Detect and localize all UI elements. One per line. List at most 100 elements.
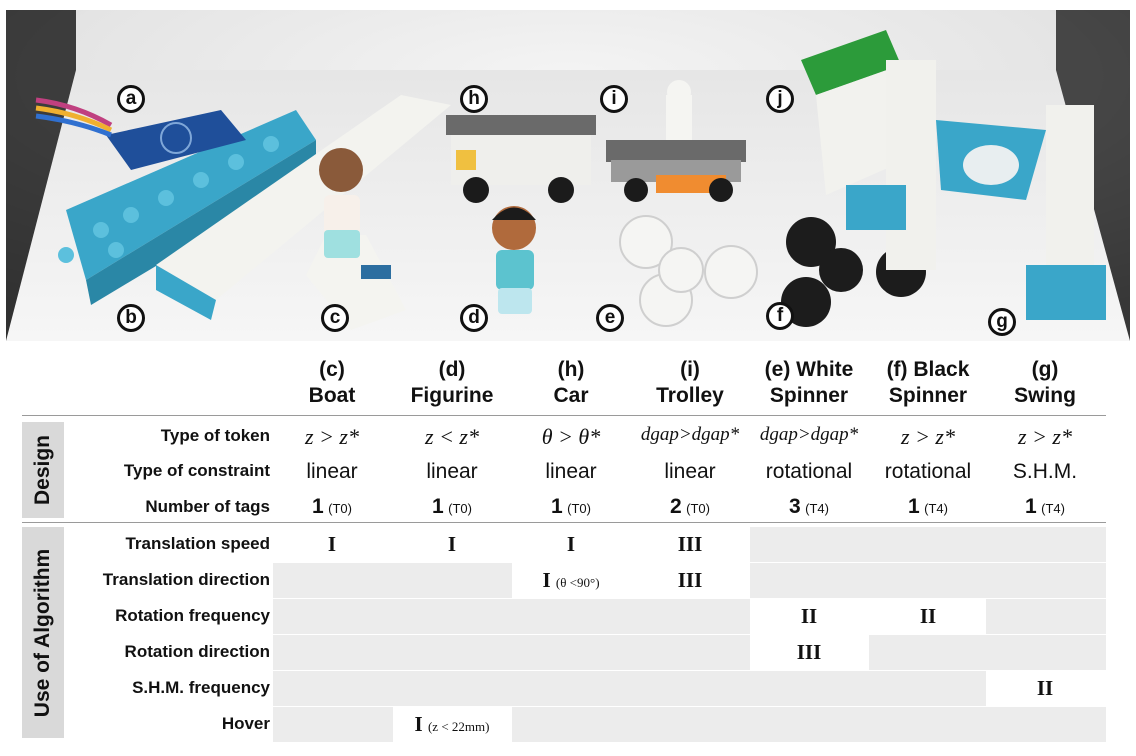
- row-label-algorithm: S.H.M. frequency: [132, 678, 270, 697]
- empty-cell: [273, 599, 393, 634]
- section-use-of-algorithm: Use of Algorithm: [22, 527, 64, 738]
- green-lego-j: [801, 30, 901, 95]
- tags-car: 1 (T0): [551, 495, 591, 518]
- constraint-car: linear: [545, 460, 597, 483]
- algorithm-level-cell: I (θ <90°): [512, 568, 630, 593]
- tags-trolley: 2 (T0): [670, 495, 710, 518]
- row-label-algorithm: Rotation frequency: [115, 606, 270, 625]
- marker-b: b: [117, 304, 145, 332]
- empty-cell: [631, 635, 750, 670]
- marker-a: a: [117, 85, 145, 113]
- algorithm-level: III: [677, 568, 703, 592]
- constraint-swing: S.H.M.: [1012, 460, 1078, 483]
- empty-cell: [393, 635, 512, 670]
- tags-black-spinner: 1 (T4): [908, 495, 948, 518]
- row-label-number-of-tags: Number of tags: [145, 497, 270, 516]
- algorithm-level-cell: II: [869, 604, 987, 629]
- white-ramp: [156, 95, 451, 300]
- algorithm-level-note: (θ <90°): [555, 575, 600, 590]
- algorithm-level: II: [919, 604, 937, 628]
- marker-i: i: [600, 85, 628, 113]
- trolley-token: [606, 140, 746, 162]
- swing-right-post: [1046, 105, 1094, 295]
- column-header-swing: (g)Swing: [1014, 358, 1076, 407]
- empty-cell: [631, 707, 750, 742]
- constraint-trolley: linear: [664, 460, 716, 483]
- black-spinner: [781, 217, 926, 327]
- algorithm-level-cell: II: [750, 604, 868, 629]
- tags-white-spinner: 3 (T4): [789, 495, 829, 518]
- empty-cell: [750, 707, 869, 742]
- empty-cell: [512, 635, 631, 670]
- marker-e: e: [596, 304, 624, 332]
- lego-photo-illustration: [6, 10, 1130, 341]
- boat-token: [306, 235, 406, 330]
- empty-cell: [512, 599, 631, 634]
- empty-cell: [869, 707, 986, 742]
- token-white-spinner: dgap>dgap*: [759, 424, 859, 445]
- column-header-car: (h)Car: [553, 358, 589, 407]
- algorithm-level: I: [447, 532, 457, 556]
- algorithm-level-cell: I: [393, 532, 511, 557]
- constraint-black-spinner: rotational: [884, 460, 972, 483]
- algorithm-level-cell: I: [273, 532, 391, 557]
- algorithm-level: III: [677, 532, 703, 556]
- algorithm-level-cell: II: [986, 676, 1104, 701]
- divider-top: [22, 415, 1106, 416]
- algorithm-level-cell: I (z < 22mm): [393, 712, 511, 737]
- lego-photo: a b c d e f g h i j: [6, 10, 1130, 341]
- empty-cell: [393, 671, 512, 706]
- algorithm-level: I: [327, 532, 337, 556]
- row-label-algorithm: Hover: [221, 714, 270, 733]
- tags-swing: 1 (T4): [1025, 495, 1065, 518]
- algorithm-level-cell: III: [631, 532, 749, 557]
- algorithm-level-cell: III: [631, 568, 749, 593]
- empty-cell: [750, 671, 869, 706]
- constraint-white-spinner: rotational: [765, 460, 853, 483]
- marker-j: j: [766, 85, 794, 113]
- row-label-algorithm: Translation speed: [125, 534, 270, 553]
- algorithm-level: I: [414, 712, 423, 736]
- rfid-board: [106, 110, 246, 170]
- empty-cell: [393, 599, 512, 634]
- empty-cell: [750, 527, 869, 562]
- empty-cell: [631, 599, 750, 634]
- row-label-type-of-constraint: Type of constraint: [123, 461, 270, 480]
- algorithm-level: II: [1036, 676, 1054, 700]
- constraint-figurine: linear: [426, 460, 478, 483]
- empty-cell: [750, 563, 869, 598]
- row-label-algorithm: Translation direction: [102, 570, 270, 589]
- empty-cell: [512, 707, 631, 742]
- divider-middle: [22, 522, 1106, 523]
- tags-figurine: 1 (T0): [432, 495, 472, 518]
- empty-cell: [512, 671, 631, 706]
- empty-cell: [986, 635, 1106, 670]
- empty-cell: [393, 563, 512, 598]
- empty-cell: [986, 599, 1106, 634]
- empty-cell: [869, 671, 986, 706]
- empty-cell: [273, 563, 393, 598]
- algorithm-level: III: [796, 640, 822, 664]
- algorithm-level: II: [800, 604, 818, 628]
- column-header-boat: (c)Boat: [308, 358, 356, 407]
- row-label-algorithm: Rotation direction: [124, 642, 270, 661]
- marker-f: f: [766, 302, 794, 330]
- empty-cell: [273, 707, 393, 742]
- tags-boat: 1 (T0): [312, 495, 352, 518]
- column-header-trolley: (i)Trolley: [656, 358, 724, 407]
- swing-left-post: [886, 60, 936, 270]
- marker-c: c: [321, 304, 349, 332]
- marker-h: h: [460, 85, 488, 113]
- row-label-type-of-token: Type of token: [160, 426, 270, 445]
- algorithm-level-note: (z < 22mm): [427, 719, 490, 734]
- token-car: θ > θ*: [541, 424, 601, 449]
- empty-cell: [869, 563, 986, 598]
- empty-cell: [273, 671, 393, 706]
- figurine-c-head: [319, 148, 363, 192]
- token-trolley: dgap>dgap*: [640, 424, 740, 445]
- empty-cell: [631, 671, 750, 706]
- lego-base-b: [66, 110, 316, 280]
- algorithm-level-cell: I: [512, 532, 630, 557]
